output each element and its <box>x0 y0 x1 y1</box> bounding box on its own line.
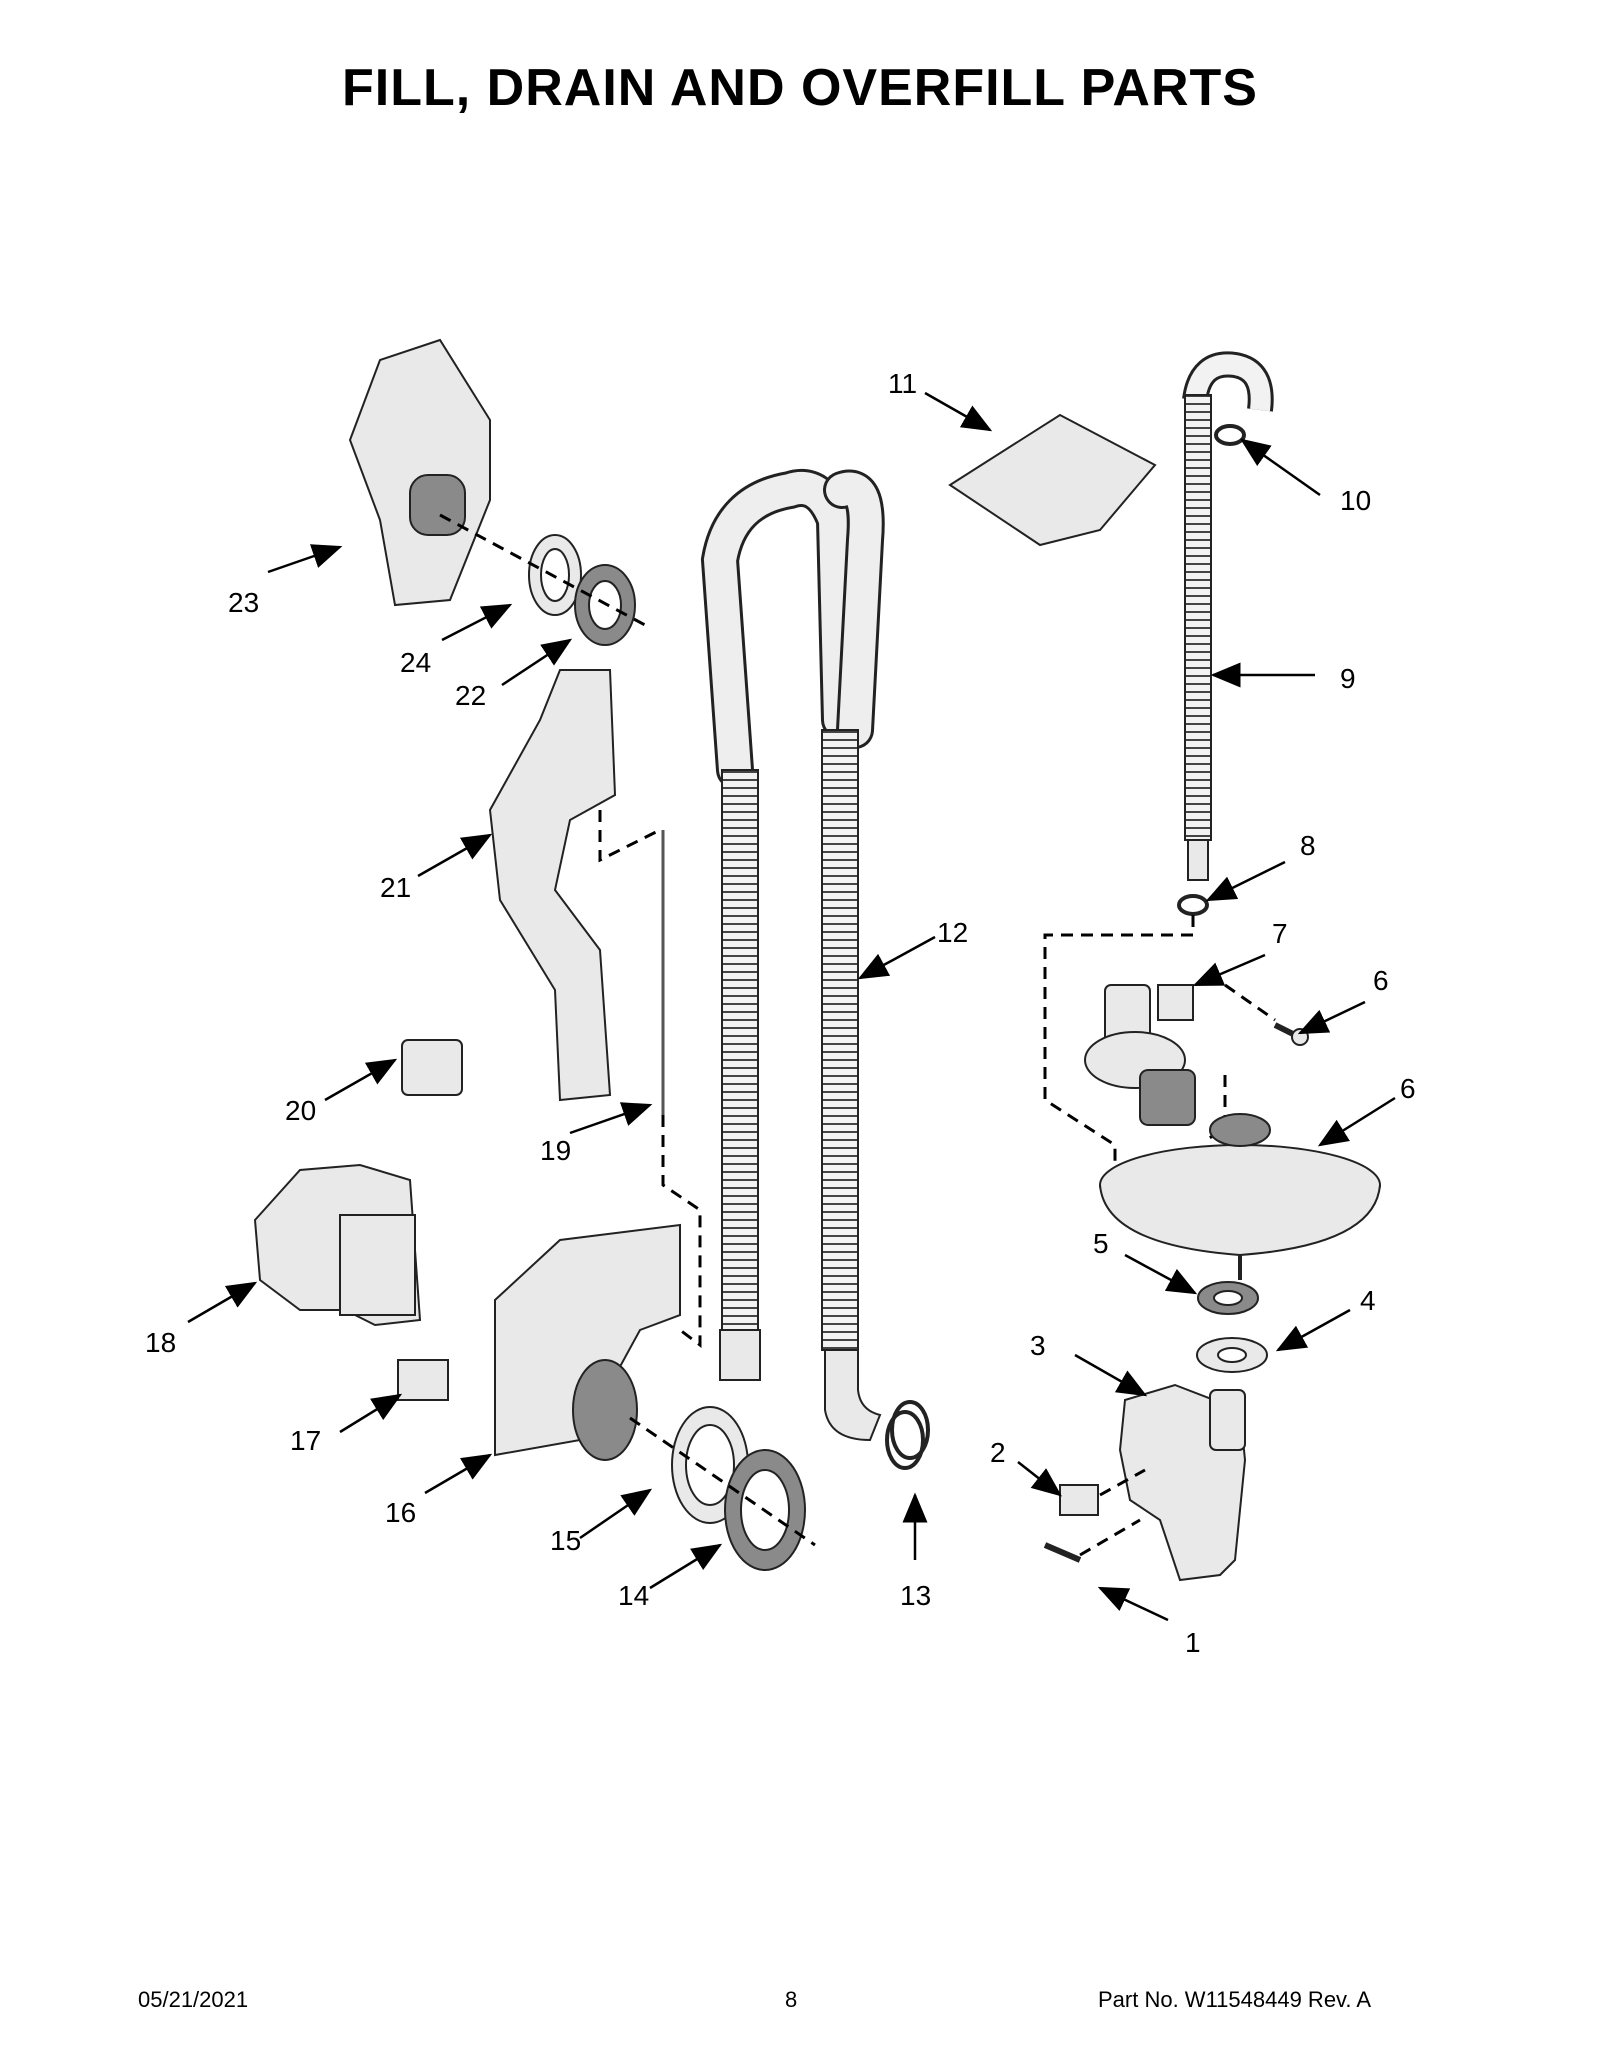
part-23-duct <box>488 669 617 1102</box>
part-5-nut <box>724 1449 806 1571</box>
part-10-float-switch-bracket <box>1118 1383 1247 1582</box>
callout-5: 14 <box>618 1580 649 1611</box>
part-19-gasket <box>528 534 582 616</box>
page-title: FILL, DRAIN AND OVERFILL PARTS <box>342 59 1258 117</box>
callout-labels: 23 24 22 21 20 19 18 17 16 15 14 13 12 1… <box>145 368 1416 1658</box>
callout-14: 11 <box>888 368 917 399</box>
callout-7: 7 <box>1272 918 1288 949</box>
part-6-clamp-top <box>1214 424 1246 446</box>
callout-13: 6 <box>1400 1073 1416 1104</box>
callout-12: 5 <box>1093 1228 1109 1259</box>
part-2-inlet-hose <box>1182 351 1274 881</box>
callout-18: 23 <box>228 587 259 618</box>
part-8-screw <box>1273 1022 1309 1046</box>
callout-2: 9 <box>1340 663 1356 694</box>
part-13-float <box>1099 1113 1381 1280</box>
part-11-gasket <box>1196 1337 1268 1373</box>
callout-11: 4 <box>1360 1285 1376 1316</box>
callout-10: 3 <box>1030 1330 1046 1361</box>
callout-6-top: 10 <box>1340 485 1371 516</box>
callout-23: 21 <box>380 872 411 903</box>
footer-part-number: Part No. W11548449 Rev. A <box>1098 1987 1372 2012</box>
callout-3: 16 <box>385 1497 416 1528</box>
callout-19: 24 <box>400 647 431 678</box>
part-6-clamp-bottom <box>1177 894 1209 916</box>
part-21-drain-pump <box>253 1163 422 1327</box>
callout-1: 1 <box>1185 1627 1201 1658</box>
callout-4: 15 <box>550 1525 581 1556</box>
callout-24: 17 <box>290 1425 321 1456</box>
part-14-hardware-kit <box>948 413 1157 547</box>
part-1-wire-harness <box>1043 1542 1082 1563</box>
part-9-micro-switch <box>1059 1484 1099 1516</box>
part-22-bracket <box>401 1039 463 1096</box>
callout-15: 13 <box>900 1580 931 1611</box>
callout-8: 6 <box>1373 965 1389 996</box>
callout-6-bottom: 8 <box>1300 830 1316 861</box>
part-18-filter-housing <box>348 338 491 607</box>
part-17-tube-path <box>598 810 661 863</box>
part-3-sump-assembly <box>494 1223 681 1461</box>
callout-20: 22 <box>455 680 486 711</box>
callout-22: 20 <box>285 1095 316 1126</box>
callout-21: 18 <box>145 1327 176 1358</box>
callout-16: 12 <box>937 917 968 948</box>
footer-page-number: 8 <box>785 1987 798 2012</box>
callout-leaders <box>187 391 1396 1622</box>
part-24-clip <box>397 1359 449 1401</box>
part-7-water-valve <box>1084 984 1196 1126</box>
footer-date: 05/21/2021 <box>138 1987 249 2012</box>
part-15-hose-clamp <box>885 1400 930 1470</box>
callout-9: 2 <box>990 1437 1006 1468</box>
part-12-nut <box>1197 1281 1259 1315</box>
part-16-drain-hose <box>700 469 885 1442</box>
callout-17: 19 <box>540 1135 571 1166</box>
